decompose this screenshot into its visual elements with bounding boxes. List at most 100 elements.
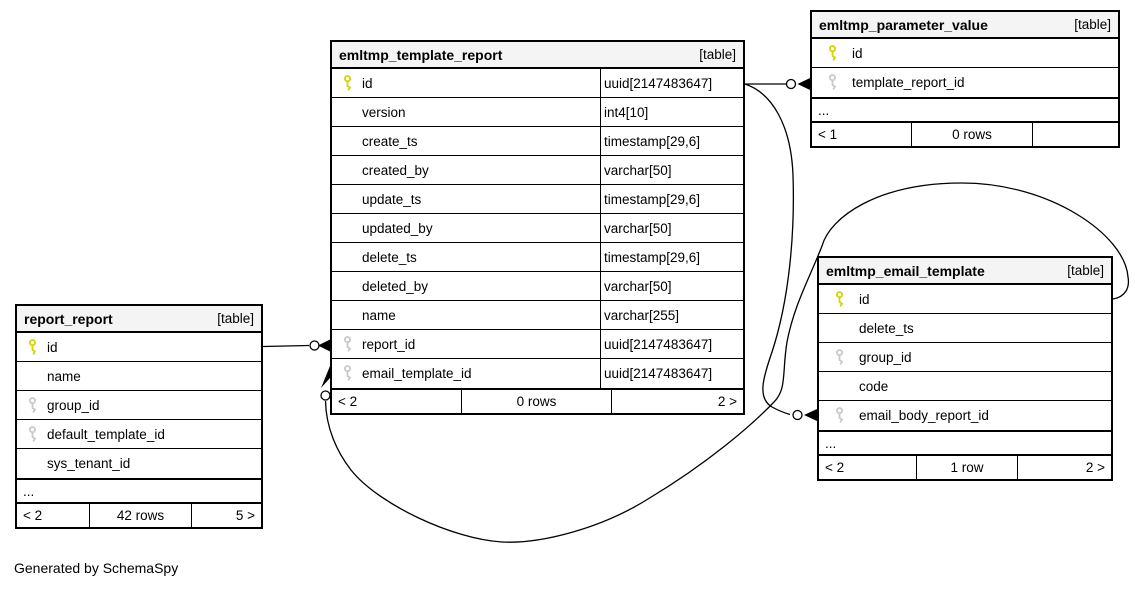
column-row: default_template_id: [17, 420, 261, 449]
column-name: email_body_report_id: [859, 408, 989, 423]
relationship-template-report-to-parameter-value: [745, 78, 810, 90]
generated-by-note: Generated by SchemaSpy: [14, 560, 179, 576]
table-header[interactable]: emltmp_template_report [table]: [332, 42, 743, 69]
column-name: delete_ts: [362, 249, 417, 265]
row-count: 0 rows: [912, 123, 1033, 146]
table-header[interactable]: emltmp_email_template [table]: [819, 258, 1111, 285]
table-header[interactable]: emltmp_parameter_value [table]: [812, 12, 1118, 39]
table-emltmp-parameter-value[interactable]: emltmp_parameter_value [table] id templa…: [810, 10, 1120, 148]
column-name: deleted_by: [362, 278, 429, 294]
column-name: update_ts: [362, 191, 422, 207]
column-row: report_id uuid[2147483647]: [332, 330, 743, 359]
column-name: template_report_id: [852, 75, 965, 90]
column-row: email_template_id uuid[2147483647]: [332, 359, 743, 388]
row-count: 0 rows: [462, 390, 612, 413]
more-columns-ellipsis: ...: [819, 430, 1111, 454]
table-badge: [table]: [1067, 263, 1104, 278]
column-type: int4[10]: [600, 98, 743, 126]
column-type: varchar[50]: [600, 272, 743, 300]
column-row: group_id: [17, 391, 261, 420]
column-row: name varchar[255]: [332, 301, 743, 330]
column-row: id: [819, 285, 1111, 314]
table-emltmp-email-template[interactable]: emltmp_email_template [table] id delete_…: [817, 256, 1113, 481]
table-title[interactable]: emltmp_parameter_value: [819, 16, 988, 33]
table-title[interactable]: emltmp_email_template: [826, 262, 985, 279]
column-row: created_by varchar[50]: [332, 156, 743, 185]
column-row: sys_tenant_id: [17, 449, 261, 478]
column-name: id: [47, 339, 58, 355]
column-name: name: [362, 307, 396, 323]
column-row: name: [17, 362, 261, 391]
column-name: id: [859, 291, 870, 307]
table-badge: [table]: [1074, 17, 1111, 32]
column-row: email_body_report_id: [819, 401, 1111, 430]
table-stats: < 2 1 row 2 >: [819, 454, 1111, 479]
column-name: delete_ts: [859, 320, 914, 336]
column-type: uuid[2147483647]: [600, 359, 743, 388]
row-count: 1 row: [917, 456, 1018, 479]
column-type: timestamp[29,6]: [600, 243, 743, 271]
column-name: updated_by: [362, 220, 433, 236]
column-name: report_id: [362, 336, 416, 352]
column-name: sys_tenant_id: [47, 456, 131, 471]
table-title[interactable]: report_report: [24, 310, 113, 327]
children-count: 2 >: [1085, 460, 1105, 475]
column-row: id: [17, 333, 261, 362]
column-name: create_ts: [362, 133, 418, 149]
relationship-report-report-to-template-report: [262, 339, 330, 352]
table-emltmp-template-report[interactable]: emltmp_template_report [table] id uuid[2…: [330, 40, 745, 415]
column-name: id: [362, 75, 373, 91]
foreign-key-icon: [828, 74, 836, 90]
foreign-key-icon: [835, 407, 843, 423]
column-type: varchar[50]: [600, 214, 743, 242]
parents-count: < 1: [812, 123, 912, 146]
children-count: [1033, 123, 1118, 146]
table-badge: [table]: [217, 311, 254, 326]
column-name: group_id: [47, 397, 100, 413]
parents-count: < 2: [332, 390, 462, 413]
foreign-key-icon: [28, 425, 36, 442]
column-type: timestamp[29,6]: [600, 127, 743, 155]
column-name: group_id: [859, 349, 912, 365]
primary-key-icon: [28, 338, 36, 355]
primary-key-icon: [343, 74, 351, 91]
column-type: varchar[255]: [600, 301, 743, 329]
relationship-template-report-to-email-template: [744, 83, 817, 421]
more-columns-ellipsis: ...: [17, 478, 261, 502]
column-row: deleted_by varchar[50]: [332, 272, 743, 301]
column-row: id uuid[2147483647]: [332, 69, 743, 98]
parents-count: < 2: [819, 456, 917, 479]
table-report-report[interactable]: report_report [table] id name group_id d…: [15, 304, 263, 529]
column-type: timestamp[29,6]: [600, 185, 743, 213]
table-stats: < 2 0 rows 2 >: [332, 388, 743, 413]
parents-count: < 2: [17, 504, 90, 527]
foreign-key-icon: [28, 396, 36, 413]
column-name: version: [362, 104, 406, 120]
foreign-key-icon: [835, 348, 843, 365]
foreign-key-icon: [343, 335, 351, 352]
children-count: 5 >: [235, 508, 255, 523]
children-count: 2 >: [717, 394, 737, 409]
column-row: code: [819, 372, 1111, 401]
column-name: name: [47, 368, 81, 384]
column-name: email_template_id: [362, 366, 472, 381]
column-type: varchar[50]: [600, 156, 743, 184]
foreign-key-icon: [343, 365, 351, 381]
more-columns-ellipsis: ...: [812, 97, 1118, 121]
table-header[interactable]: report_report [table]: [17, 306, 261, 333]
column-row: create_ts timestamp[29,6]: [332, 127, 743, 156]
column-type: uuid[2147483647]: [600, 330, 743, 358]
table-stats: < 1 0 rows: [812, 121, 1118, 146]
primary-key-icon: [828, 44, 836, 61]
column-row: delete_ts: [819, 314, 1111, 343]
table-title[interactable]: emltmp_template_report: [339, 46, 503, 63]
primary-key-icon: [835, 290, 843, 307]
column-row: group_id: [819, 343, 1111, 372]
column-row: id: [812, 39, 1118, 68]
table-stats: < 2 42 rows 5 >: [17, 502, 261, 527]
column-row: update_ts timestamp[29,6]: [332, 185, 743, 214]
column-type: uuid[2147483647]: [600, 69, 743, 97]
column-name: created_by: [362, 162, 429, 178]
column-row: updated_by varchar[50]: [332, 214, 743, 243]
table-badge: [table]: [699, 47, 736, 62]
